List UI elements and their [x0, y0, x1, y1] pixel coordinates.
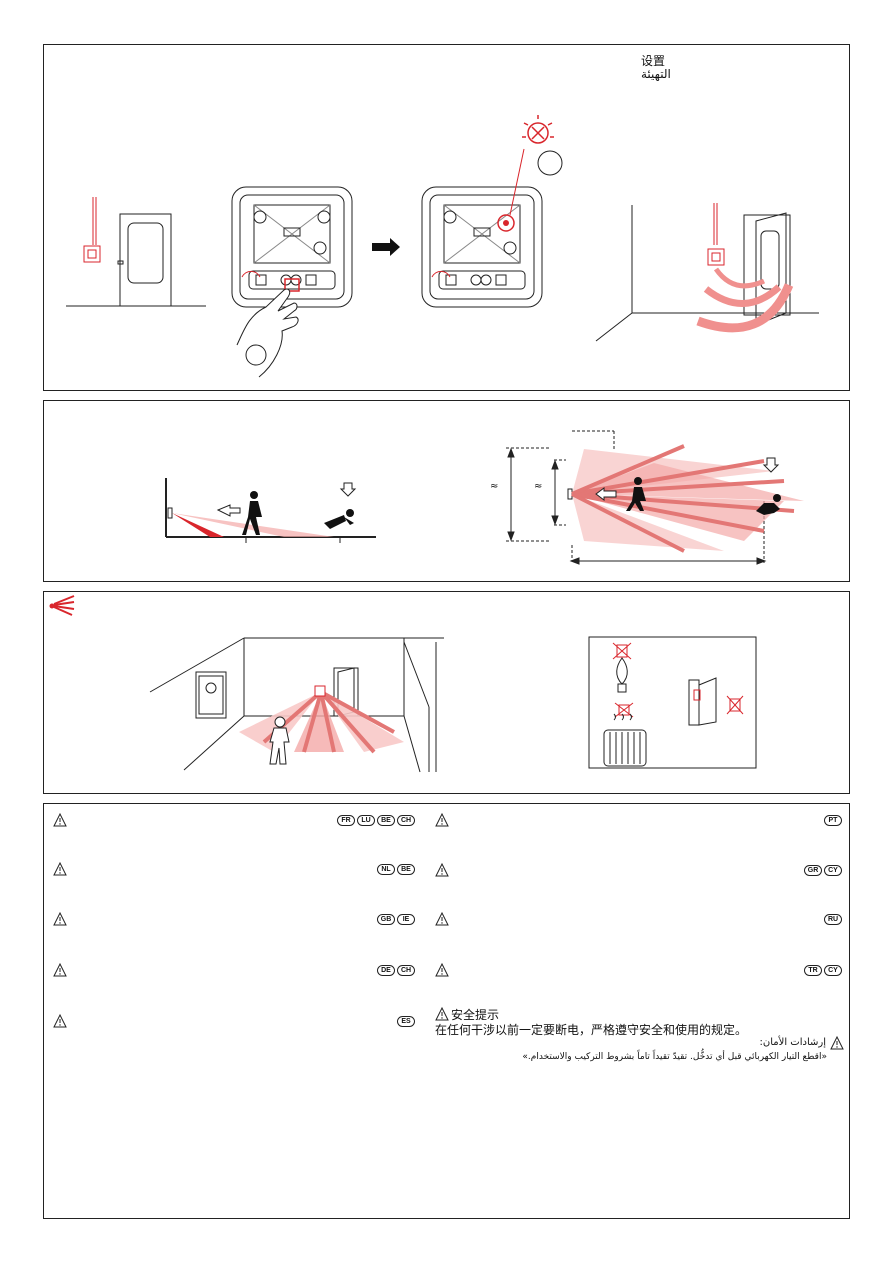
badge-cy: CY	[824, 865, 842, 876]
safety-ar-title: إرشادات الأمان:	[759, 1037, 826, 1048]
setup-illustration	[66, 115, 819, 378]
warning-icon	[53, 861, 67, 876]
warning-row-gr: GR CY	[435, 862, 842, 879]
arrow-left-icon	[595, 487, 617, 501]
person-walking-icon-2	[626, 477, 646, 511]
arrow-up-icon-2	[762, 457, 780, 473]
safety-zh-body: 在任何干涉以前一定要断电，严格遵守安全和使用的规定。	[435, 1023, 748, 1037]
badge-be: BE	[397, 864, 415, 875]
badge-cy: CY	[824, 965, 842, 976]
badge-es: ES	[397, 1016, 415, 1027]
warning-icon	[435, 911, 449, 926]
sensor-module-after	[421, 148, 543, 308]
warning-icon	[53, 812, 67, 827]
warning-row-tr: TR CY	[435, 962, 842, 979]
safety-zh-title: 安全提示	[451, 1008, 500, 1022]
badge-pt: PT	[824, 815, 842, 826]
badge-ch: CH	[397, 815, 415, 826]
badge-ch: CH	[397, 965, 415, 976]
installation-illustration	[49, 595, 757, 773]
badge-be: BE	[377, 815, 395, 826]
detection-fan-icon	[49, 595, 75, 616]
installation-panel	[43, 591, 850, 794]
arrow-right-icon	[372, 238, 400, 256]
ceiling-fan-beams	[239, 685, 404, 754]
badge-lu: LU	[357, 815, 375, 826]
warning-icon	[435, 862, 449, 877]
setup-label-zh: 设置	[641, 54, 666, 68]
setup-label-ar: التهيئة	[641, 67, 671, 81]
badge-gb: GB	[377, 914, 395, 925]
svg-text:≈: ≈	[490, 481, 498, 492]
range-panel: ≈ ≈	[43, 400, 850, 582]
warning-row-pt: PT	[435, 812, 842, 829]
safety-ar-body: «اقطع التيار الكهربائي قبل أي تدخُّل. تق…	[522, 1052, 827, 1062]
room-detection-illustration	[595, 203, 819, 342]
room-perspective	[149, 637, 444, 773]
setup-panel: 设置 التهيئة	[43, 44, 850, 391]
warning-row-ru: RU	[435, 911, 842, 928]
warning-icon	[435, 1006, 449, 1021]
safety-panel: FR LU BE CH NL BE GB IE DE CH ES	[43, 803, 850, 1219]
svg-text:≈: ≈	[534, 481, 542, 492]
person-outline-icon	[269, 716, 290, 765]
badge-nl: NL	[377, 864, 395, 875]
room-door-illustration	[66, 197, 206, 307]
led-blink-icon	[522, 115, 563, 176]
warning-icon	[53, 962, 67, 977]
badge-fr: FR	[337, 815, 355, 826]
badge-ie: IE	[397, 914, 415, 925]
warning-icon	[53, 1013, 67, 1028]
avoid-placements-box	[588, 636, 757, 769]
person-walking-icon-3	[756, 494, 781, 515]
person-fallen-icon	[324, 509, 354, 529]
arrow-up-icon	[339, 482, 357, 497]
warning-icon	[830, 1035, 844, 1050]
badge-de: DE	[377, 965, 395, 976]
warning-row-gb: GB IE	[53, 911, 415, 928]
badge-ru: RU	[824, 914, 842, 925]
warning-icon	[53, 911, 67, 926]
sensor-module-before	[231, 186, 353, 308]
warning-row-fr: FR LU BE CH	[53, 812, 415, 829]
warning-icon	[435, 812, 449, 827]
warning-row-nl: NL BE	[53, 861, 415, 878]
badge-tr: TR	[804, 965, 822, 976]
range-illustration: ≈ ≈	[165, 430, 804, 565]
hand-press-icon	[236, 288, 299, 378]
person-walking-icon	[242, 491, 262, 535]
warning-icon	[435, 962, 449, 977]
badge-gr: GR	[804, 865, 822, 876]
warning-row-de: DE CH	[53, 962, 415, 979]
warning-row-es: ES	[53, 1013, 415, 1030]
